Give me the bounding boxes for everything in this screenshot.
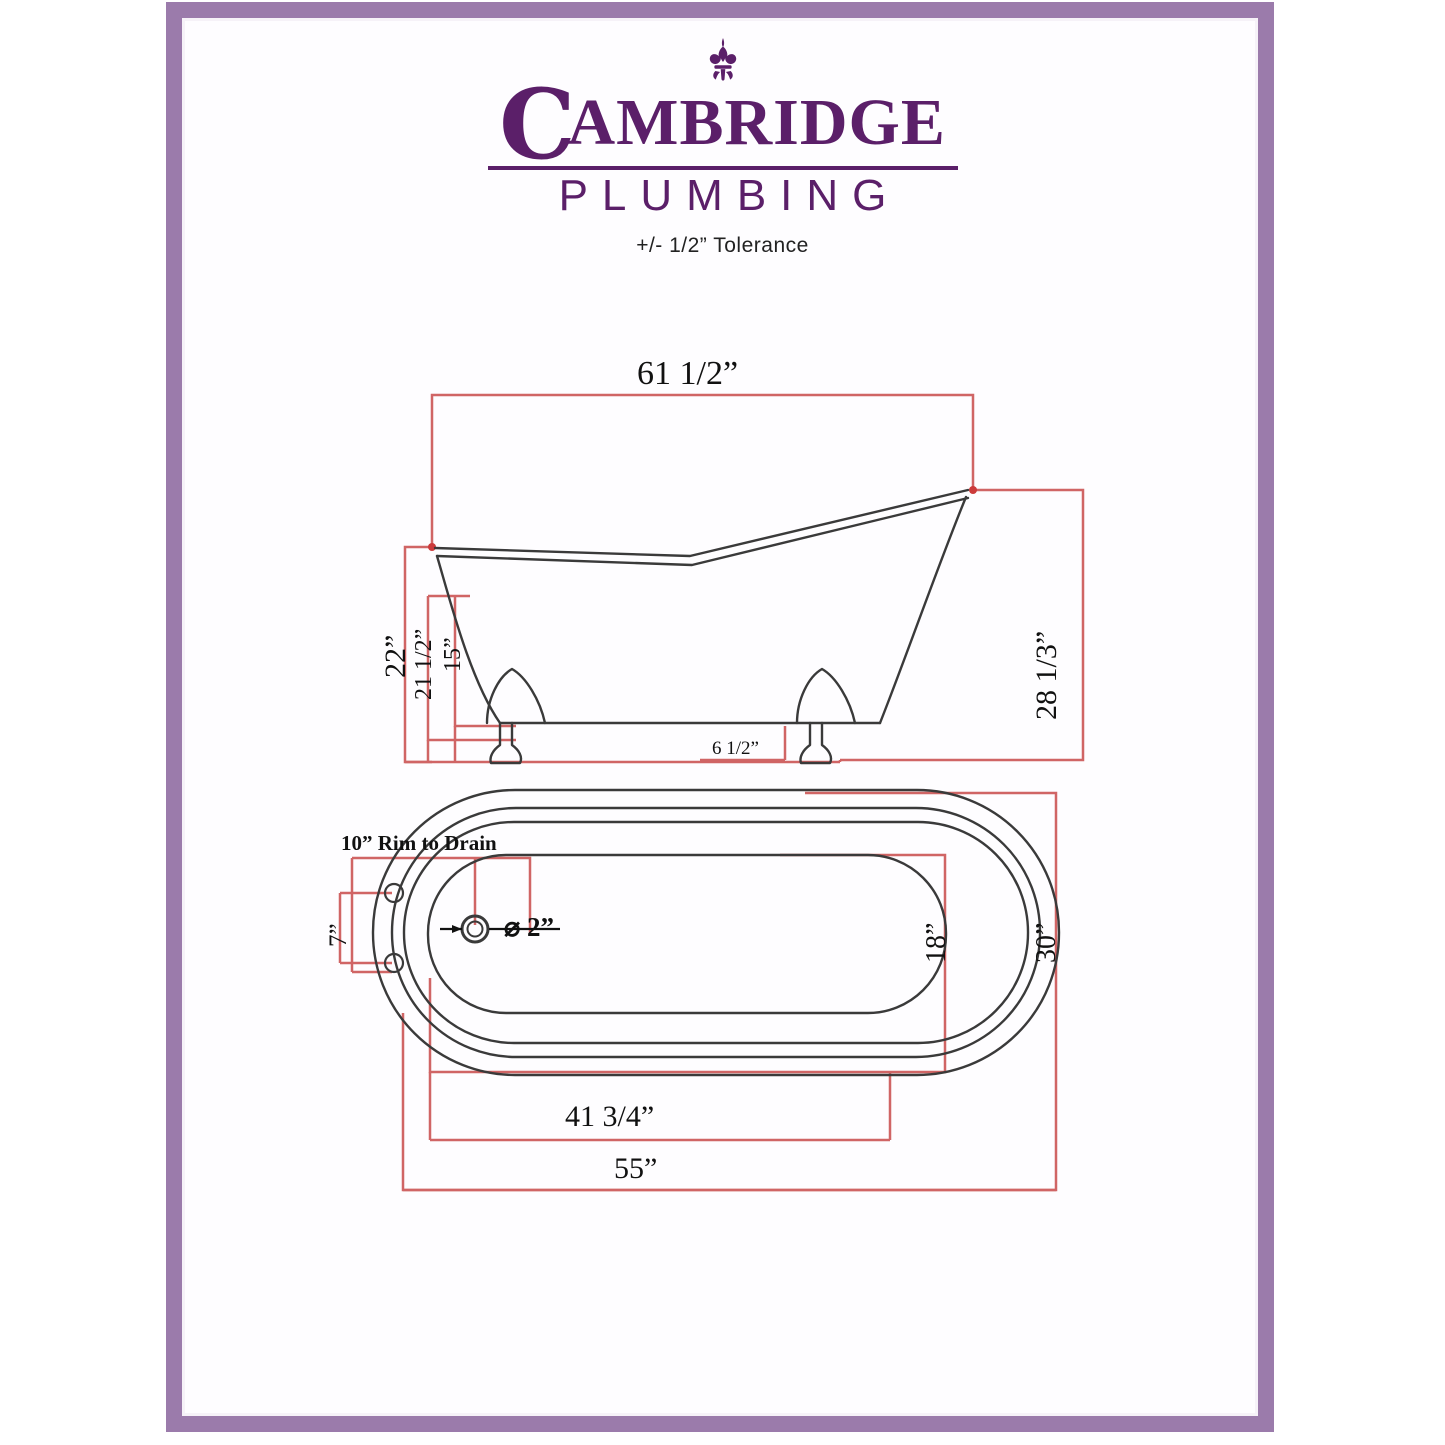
brand-logo: CAMBRIDGE PLUMBING +/- 1/2” Tolerance [0, 38, 1445, 258]
dim-label-drain-diameter: ⌀ 2” [504, 912, 555, 942]
brand-name-top: CAMBRIDGE [499, 77, 946, 173]
dim-label-rim-to-drain: 10” Rim to Drain [341, 831, 497, 855]
dim-label-interior-length: 41 3/4” [565, 1100, 655, 1133]
fleur-de-lis-icon [709, 38, 736, 81]
dim-label-foot-to-foot: 6 1/2” [712, 738, 759, 759]
dim-label-water-depth: 15” [440, 637, 466, 672]
dim-label-overall-width: 30” [1031, 922, 1062, 963]
brand-name-bottom: PLUMBING [558, 171, 901, 221]
brand-divider-rule [487, 166, 958, 171]
brand-name-top-text: AMBRIDGE [567, 86, 946, 159]
dim-label-faucet-hole-spread: 7” [325, 923, 352, 947]
dim-label-interior-height: 21 1/2” [411, 628, 437, 700]
tolerance-note: +/- 1/2” Tolerance [636, 234, 809, 258]
dim-label-overall-length: 61 1/2” [637, 355, 739, 392]
dim-label-interior-width: 18” [921, 922, 952, 963]
dim-label-rim-height: 22” [379, 634, 412, 678]
brand-initial: C [499, 68, 575, 181]
dim-label-slipper-back-height: 28 1/3” [1030, 630, 1063, 720]
dim-label-rim-length: 55” [614, 1152, 658, 1185]
